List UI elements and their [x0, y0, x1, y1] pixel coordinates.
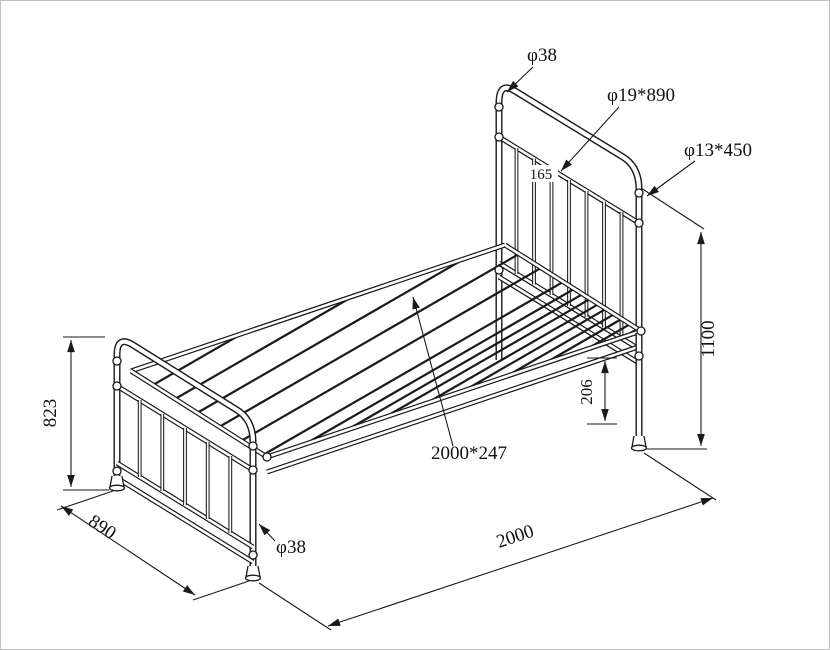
footboard: [113, 338, 257, 578]
dimension-bed-width: 890: [56, 490, 250, 601]
label-spindle-gap: 165: [530, 167, 553, 183]
dimension-short-tube-spec: φ13*450: [646, 140, 752, 197]
dimension-footboard-height: 823: [40, 336, 109, 491]
footboard-spindles: [137, 400, 233, 533]
label-headboard-height: 1100: [698, 320, 719, 357]
dimension-bed-length: 2000: [258, 452, 717, 631]
label-slat-base-spec: 2000*247: [431, 443, 507, 464]
headboard-spindles: [514, 148, 624, 338]
dimension-rail-depth: 206: [577, 357, 617, 425]
label-rail-depth: 206: [577, 379, 596, 405]
label-short-tube-spec: φ13*450: [684, 140, 752, 161]
dimension-leg-tube-diameter: φ38: [258, 523, 306, 558]
dimension-headboard-height: 1100: [640, 187, 719, 450]
label-leg-tube-diameter: φ38: [276, 537, 306, 558]
label-spindle-spec: φ19*890: [607, 85, 675, 106]
label-top-tube-diameter: φ38: [527, 45, 557, 66]
tube-joints: [112, 102, 646, 560]
label-footboard-height: 823: [40, 399, 61, 428]
dimension-top-tube-diameter: φ38: [506, 45, 557, 93]
dimension-spindle-gap: 165: [525, 165, 558, 183]
leg-feet: [108, 435, 648, 582]
headboard: [495, 84, 643, 448]
dimension-spindle-spec: φ19*890: [560, 85, 675, 172]
label-bed-length: 2000: [494, 521, 537, 553]
label-bed-width: 890: [84, 511, 119, 544]
dimension-slat-base-spec: 2000*247: [412, 296, 507, 464]
